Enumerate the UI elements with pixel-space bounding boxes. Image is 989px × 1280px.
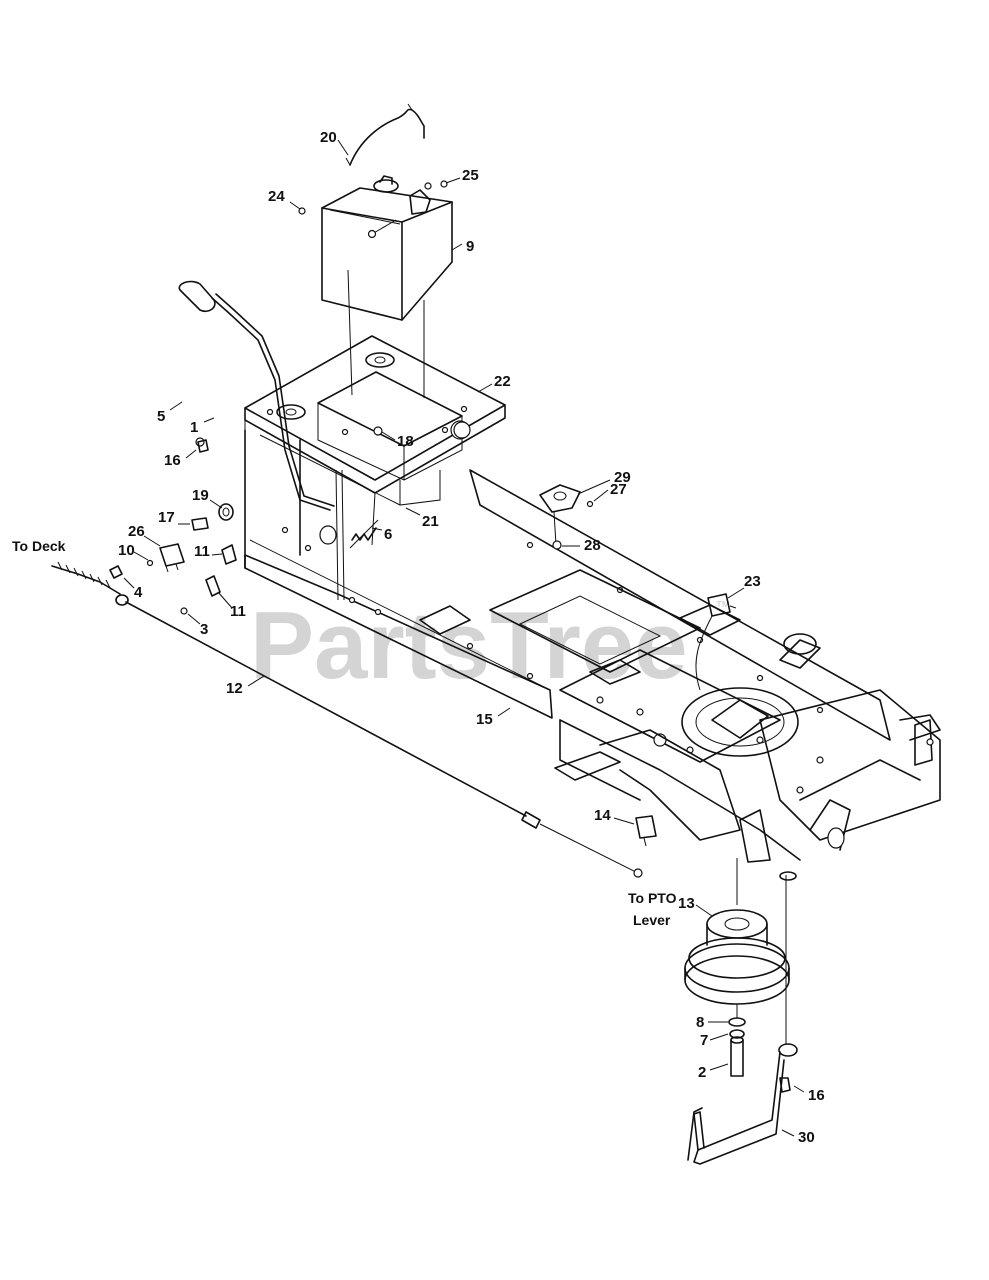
callout-leaders: [123, 139, 805, 1137]
link-rod: [259, 434, 401, 601]
callout-12: 12: [226, 680, 243, 697]
callout-7: 7: [700, 1032, 708, 1049]
callout-10: 10: [118, 542, 135, 559]
callout-26: 26: [128, 523, 145, 540]
note-to-deck: To Deck: [12, 538, 66, 554]
pto-rod: [687, 871, 798, 1165]
callout-28: 28: [584, 537, 601, 554]
cable-notes: To Deck To PTO Lever: [12, 538, 677, 928]
callout-6: 6: [384, 526, 392, 543]
battery-cable: [345, 103, 425, 166]
note-to-pto-line2: Lever: [633, 912, 671, 928]
callout-14: 14: [594, 807, 611, 824]
tractor-frame: [244, 421, 941, 863]
callout-15: 15: [476, 711, 493, 728]
pto-lever: [178, 280, 335, 511]
idler-pulley: [684, 858, 790, 1077]
callout-9: 9: [466, 238, 474, 255]
callout-2: 2: [698, 1064, 706, 1081]
callout-21: 21: [422, 513, 439, 530]
callout-30: 30: [798, 1129, 815, 1146]
callout-20: 20: [320, 129, 337, 146]
note-to-pto-line1: To PTO: [628, 890, 677, 906]
callout-11-upper: 11: [194, 543, 210, 560]
callout-29: 29: [614, 469, 631, 486]
callout-1: 1: [190, 419, 198, 436]
callout-24: 24: [268, 188, 285, 205]
callout-numbers: 20 25 24 9 22 5 1 18 16 29 27 19 21 17 6…: [118, 129, 825, 1146]
callout-16-lower: 16: [808, 1087, 825, 1104]
callout-4: 4: [134, 584, 143, 601]
callout-23: 23: [744, 573, 761, 590]
watermark-trademark: ™: [715, 599, 731, 616]
callout-16-upper: 16: [164, 452, 181, 469]
right-hardware: [539, 484, 737, 847]
callout-17: 17: [158, 509, 175, 526]
callout-11-lower: 11: [230, 603, 246, 620]
callout-19: 19: [192, 487, 209, 504]
callout-22: 22: [494, 373, 511, 390]
battery: [298, 175, 453, 398]
callout-25: 25: [462, 167, 479, 184]
callout-27: 27: [610, 481, 627, 498]
callout-18: 18: [397, 433, 414, 450]
pto-cable: [51, 561, 643, 878]
left-hardware: [146, 439, 379, 615]
callout-5: 5: [157, 408, 165, 425]
callout-13: 13: [678, 895, 695, 912]
callout-8: 8: [696, 1014, 704, 1031]
callout-3: 3: [200, 621, 208, 638]
